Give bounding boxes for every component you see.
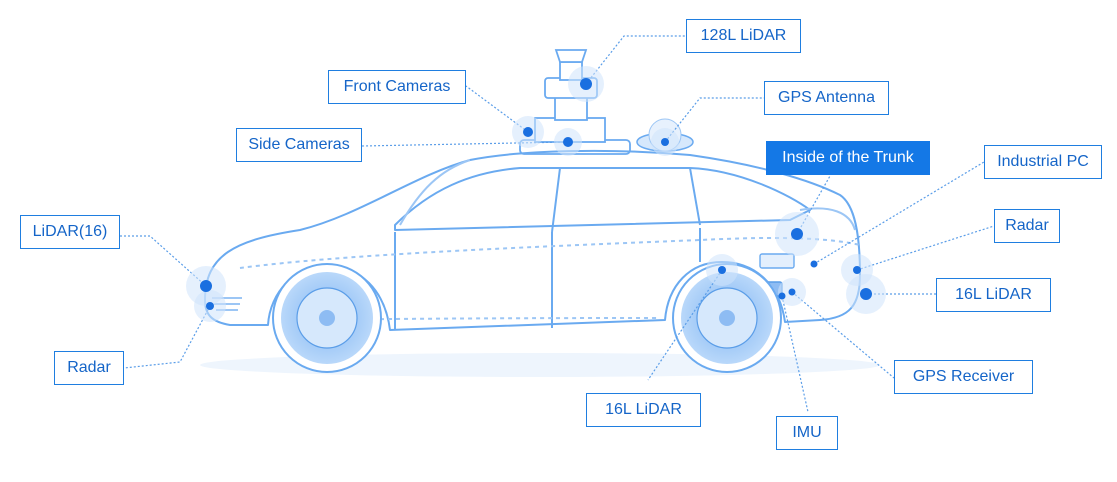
dot-gps-receiver (788, 288, 796, 296)
label-128l-lidar: 128L LiDAR (686, 19, 801, 53)
dot-radar-rear (853, 266, 861, 274)
label-radar-front: Radar (54, 351, 124, 385)
front-wheel (272, 263, 382, 373)
label-16l-lidar-bottom: 16L LiDAR (586, 393, 701, 427)
label-gps-receiver: GPS Receiver (894, 360, 1033, 394)
label-gps-antenna: GPS Antenna (764, 81, 889, 115)
label-radar-rear: Radar (994, 209, 1060, 243)
label-side-cameras: Side Cameras (236, 128, 362, 162)
dot-radar-front (206, 302, 214, 310)
dot-trunk (791, 228, 803, 240)
label-lidar16: LiDAR(16) (20, 215, 120, 249)
dot-industrial-pc (810, 260, 818, 268)
label-front-cameras: Front Cameras (328, 70, 466, 104)
dot-lidar16-front (200, 280, 212, 292)
label-16l-lidar-rear: 16L LiDAR (936, 278, 1051, 312)
label-inside-of-the-trunk: Inside of the Trunk (766, 141, 930, 175)
rear-wheel (672, 263, 782, 373)
label-imu: IMU (776, 416, 838, 450)
dot-gps-antenna (661, 138, 669, 146)
dot-front-cameras (523, 127, 533, 137)
dot-side-cameras (563, 137, 573, 147)
dot-16l-lidar-bottom (718, 266, 726, 274)
sensor-dots (200, 78, 872, 310)
dot-16l-lidar-rear (860, 288, 872, 300)
dot-imu (778, 292, 786, 300)
label-industrial-pc: Industrial PC (984, 145, 1102, 179)
dot-128l-lidar (580, 78, 592, 90)
